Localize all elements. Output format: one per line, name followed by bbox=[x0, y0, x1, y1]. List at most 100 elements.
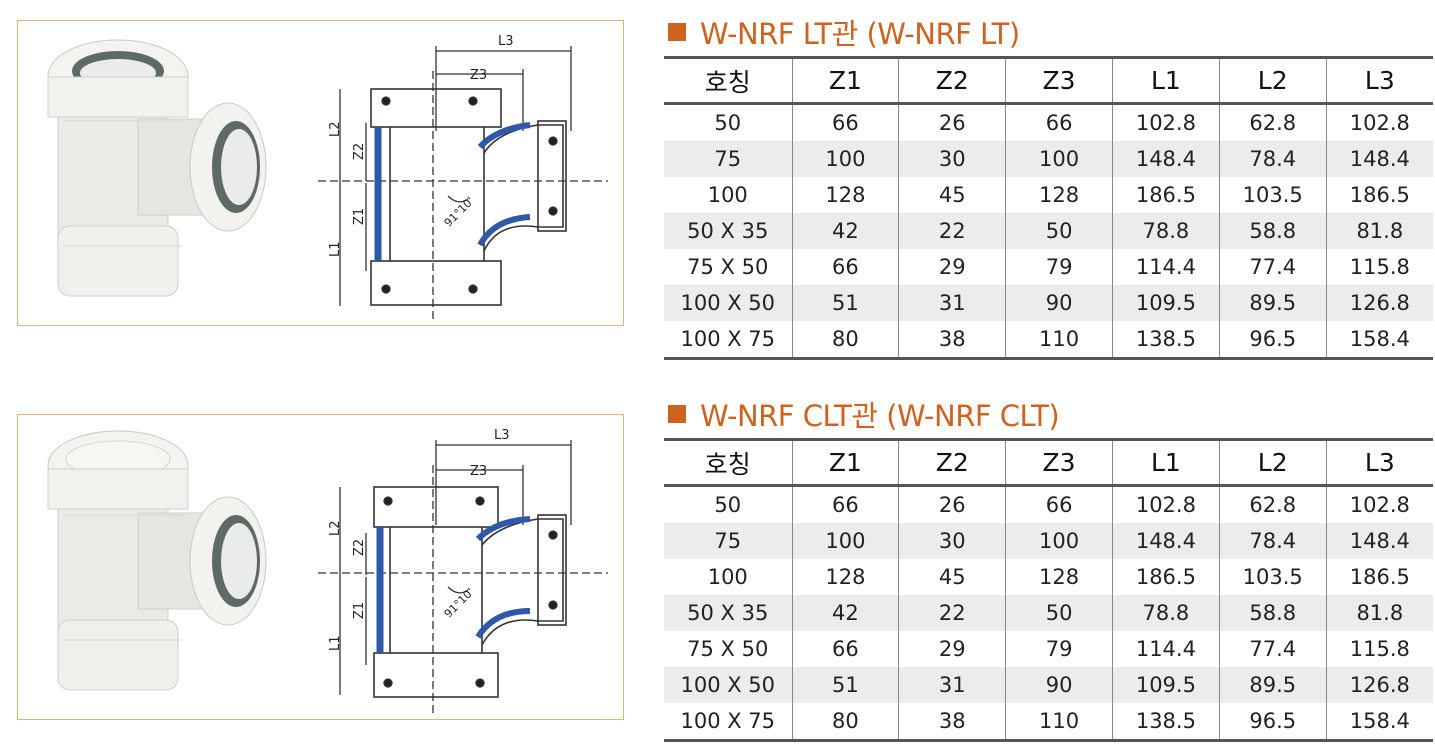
table-cell: 102.8 bbox=[1325, 485, 1433, 523]
table-cell: 100 X 50 bbox=[680, 291, 776, 315]
column-header: Z3 bbox=[1005, 57, 1113, 104]
table-cell: 128 bbox=[1005, 177, 1113, 213]
table-row: 100 X 50 51 31 90 109.5 89.5 126.8 bbox=[664, 667, 1433, 703]
table-cell: 81.8 bbox=[1325, 595, 1433, 631]
table-cell: 102.8 bbox=[1111, 485, 1220, 523]
table-cell: 78.4 bbox=[1218, 141, 1327, 177]
column-header: Z1 bbox=[791, 57, 899, 104]
spec-table-lt: 호칭 Z1 Z2 Z3 L1 L2 L3 50 66 26 66 102.8 6… bbox=[664, 56, 1433, 360]
table-cell: 58.8 bbox=[1218, 595, 1327, 631]
table-cell: 100 X 75 bbox=[680, 709, 776, 733]
table-cell: 50 bbox=[714, 493, 742, 517]
column-header: Z1 bbox=[791, 439, 899, 486]
label-l2: L2 bbox=[328, 520, 343, 536]
table-cell: 126.8 bbox=[1325, 285, 1433, 321]
table-cell: 109.5 bbox=[1111, 285, 1220, 321]
table-row: 50 X 35 42 22 50 78.8 58.8 81.8 bbox=[664, 595, 1433, 631]
column-header: L3 bbox=[1325, 439, 1433, 486]
table-cell: 100 bbox=[707, 565, 748, 589]
table-cell: 80 bbox=[791, 321, 899, 359]
table-cell: 45 bbox=[898, 559, 1006, 595]
table-cell: 186.5 bbox=[1111, 177, 1220, 213]
table-row: 50 66 26 66 102.8 62.8 102.8 bbox=[664, 103, 1433, 141]
table-cell: 42 bbox=[791, 213, 899, 249]
spec-table-clt: 호칭 Z1 Z2 Z3 L1 L2 L3 50 66 26 66 102.8 6… bbox=[664, 438, 1433, 742]
table-row: 75 X 50 66 29 79 114.4 77.4 115.8 bbox=[664, 249, 1433, 285]
label-angle: 91°10' bbox=[442, 585, 477, 620]
table-cell: 126.8 bbox=[1325, 667, 1433, 703]
table-cell: 90 bbox=[1005, 285, 1113, 321]
table-cell: 102.8 bbox=[1111, 103, 1220, 141]
table-cell: 80 bbox=[791, 703, 899, 741]
label-l1: L1 bbox=[328, 635, 343, 651]
table-cell: 78.4 bbox=[1218, 523, 1327, 559]
table-cell: 100 bbox=[791, 523, 899, 559]
column-header: L2 bbox=[1218, 439, 1327, 486]
product-figure-clt: L3 Z3 L2 Z2 Z1 L1 91°10' bbox=[17, 414, 624, 720]
square-bullet-icon bbox=[668, 23, 686, 41]
table-cell: 62.8 bbox=[1218, 485, 1327, 523]
table-cell: 148.4 bbox=[1111, 523, 1220, 559]
table-cell: 51 bbox=[791, 285, 899, 321]
table-cell: 148.4 bbox=[1325, 141, 1433, 177]
table-cell: 78.8 bbox=[1111, 213, 1220, 249]
table-row: 75 100 30 100 148.4 78.4 148.4 bbox=[664, 523, 1433, 559]
table-cell: 77.4 bbox=[1218, 249, 1327, 285]
table-cell: 29 bbox=[898, 249, 1006, 285]
table-cell: 77.4 bbox=[1218, 631, 1327, 667]
table-header-row: 호칭 Z1 Z2 Z3 L1 L2 L3 bbox=[664, 57, 1433, 104]
lt-figure-drawing: L3 Z3 L2 Z2 Z1 L1 91°10' bbox=[47, 34, 608, 321]
table-cell: 50 X 35 bbox=[687, 601, 769, 625]
tee-fitting-cap-photo bbox=[47, 430, 267, 691]
table-cell: 78.8 bbox=[1111, 595, 1220, 631]
table-cell: 26 bbox=[898, 485, 1006, 523]
table-cell: 66 bbox=[791, 485, 899, 523]
table-cell: 51 bbox=[791, 667, 899, 703]
lt-technical-drawing bbox=[318, 46, 608, 321]
table-cell: 158.4 bbox=[1325, 321, 1433, 359]
column-header: Z2 bbox=[898, 57, 1006, 104]
label-z1: Z1 bbox=[352, 602, 367, 619]
table-row: 50 X 35 42 22 50 78.8 58.8 81.8 bbox=[664, 213, 1433, 249]
table-cell: 31 bbox=[898, 285, 1006, 321]
table-cell: 50 bbox=[714, 111, 742, 135]
column-header: L1 bbox=[1111, 439, 1220, 486]
table-cell: 79 bbox=[1005, 631, 1113, 667]
table-cell: 89.5 bbox=[1218, 667, 1327, 703]
table-cell: 66 bbox=[791, 249, 899, 285]
table-cell: 38 bbox=[898, 321, 1006, 359]
table-cell: 30 bbox=[898, 141, 1006, 177]
table-row: 100 128 45 128 186.5 103.5 186.5 bbox=[664, 177, 1433, 213]
table-cell: 50 X 35 bbox=[687, 219, 769, 243]
table-cell: 103.5 bbox=[1218, 177, 1327, 213]
square-bullet-icon bbox=[668, 405, 686, 423]
table-cell: 114.4 bbox=[1111, 631, 1220, 667]
column-header: Z3 bbox=[1005, 439, 1113, 486]
table-cell: 100 bbox=[1005, 523, 1113, 559]
table-cell: 128 bbox=[791, 177, 899, 213]
table-cell: 148.4 bbox=[1111, 141, 1220, 177]
label-z2: Z2 bbox=[352, 539, 367, 556]
table-cell: 96.5 bbox=[1218, 321, 1327, 359]
table-cell: 66 bbox=[1005, 103, 1113, 141]
table-cell: 66 bbox=[791, 631, 899, 667]
table-cell: 89.5 bbox=[1218, 285, 1327, 321]
table-cell: 79 bbox=[1005, 249, 1113, 285]
label-z2: Z2 bbox=[352, 143, 367, 160]
table-cell: 22 bbox=[898, 595, 1006, 631]
label-z3: Z3 bbox=[470, 68, 487, 83]
table-row: 50 66 26 66 102.8 62.8 102.8 bbox=[664, 485, 1433, 523]
table-cell: 138.5 bbox=[1111, 321, 1220, 359]
section-title-text: W-NRF LT관 (W-NRF LT) bbox=[700, 17, 1020, 51]
section-title: W-NRF LT관 (W-NRF LT) bbox=[664, 8, 1433, 56]
column-header: 호칭 bbox=[704, 67, 751, 97]
table-cell: 30 bbox=[898, 523, 1006, 559]
table-row: 100 X 50 51 31 90 109.5 89.5 126.8 bbox=[664, 285, 1433, 321]
table-cell: 138.5 bbox=[1111, 703, 1220, 741]
table-cell: 128 bbox=[1005, 559, 1113, 595]
table-cell: 114.4 bbox=[1111, 249, 1220, 285]
column-header: L3 bbox=[1325, 57, 1433, 104]
table-cell: 186.5 bbox=[1325, 559, 1433, 595]
table-cell: 110 bbox=[1005, 703, 1113, 741]
table-cell: 102.8 bbox=[1325, 103, 1433, 141]
